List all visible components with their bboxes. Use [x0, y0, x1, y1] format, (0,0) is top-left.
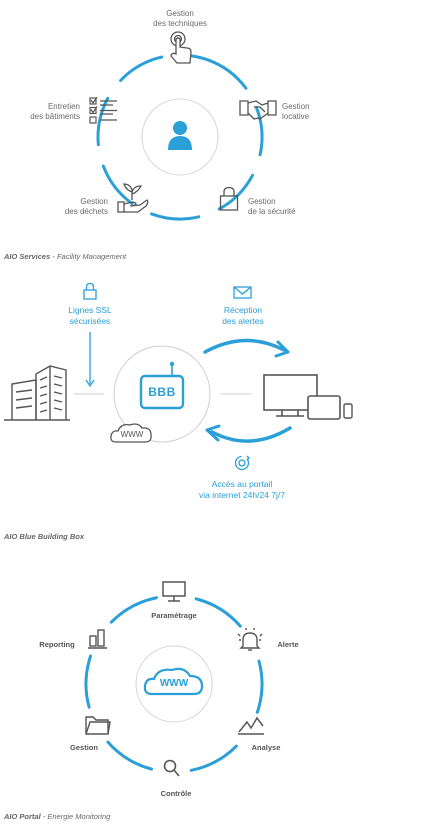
portal-graphic — [84, 581, 264, 777]
gestion-folder-icon — [85, 716, 111, 735]
reporting-bars-icon — [88, 629, 107, 649]
label-analyse: Analyse — [251, 743, 281, 752]
bbb-cloud-text: WWW — [120, 430, 144, 439]
lock-icon — [219, 186, 239, 211]
touch-hand-icon — [170, 31, 192, 64]
label-parametrage: Paramétrage — [151, 611, 197, 620]
tablet-icon — [307, 395, 341, 420]
plant-hand-icon — [117, 183, 149, 213]
label-lignes-ssl: Lignes SSL sécurisées — [68, 305, 112, 326]
label-gestion: Gestion — [70, 743, 98, 752]
label-entretien-batiments: Entretien des bâtiments — [30, 102, 80, 121]
phone-icon — [343, 403, 353, 419]
label-controle: Contrôle — [160, 789, 192, 798]
label-gestion-securite: Gestion de la sécurité — [248, 197, 296, 216]
cloud-small-icon — [110, 423, 152, 443]
caption-aio-services: AIO Services - Facility Management — [4, 252, 127, 261]
caption-aio-bbb: AIO Blue Building Box — [4, 532, 84, 541]
parametrage-monitor-icon — [162, 581, 186, 602]
label-reception-alertes: Réception des alertes — [222, 305, 264, 326]
label-gestion-dechets: Gestion des déchets — [64, 197, 108, 216]
buildings-icon — [4, 365, 70, 421]
portal-cloud-text: WWW — [159, 678, 189, 689]
alert-bell-icon — [237, 628, 263, 651]
checklist-icon — [89, 97, 117, 124]
bbb-box-icon — [139, 361, 185, 410]
handshake-icon — [239, 100, 277, 120]
lock-blue-icon — [83, 282, 97, 300]
label-acces-portail: Accès au portail via internet 24h/24 7j/… — [198, 479, 285, 500]
envelope-icon — [233, 286, 252, 299]
bbb-graphic — [4, 282, 353, 471]
cloud-www-icon — [143, 667, 204, 696]
monitor-icon — [263, 374, 318, 417]
analyse-chart-icon — [238, 716, 264, 735]
user-icon — [168, 121, 192, 150]
controle-magnifier-icon — [163, 759, 180, 777]
services-ring — [96, 53, 264, 221]
label-reporting: Reporting — [39, 640, 75, 649]
label-gestion-techniques: Gestion des techniques — [153, 9, 207, 28]
touch-sync-icon — [234, 455, 250, 471]
label-gestion-locative: Gestion locative — [282, 102, 310, 121]
caption-aio-portal: AIO Portal - Energie Monitoring — [4, 812, 111, 821]
bbb-box-text: BBB — [148, 385, 176, 399]
label-alerte: Alerte — [277, 640, 299, 649]
